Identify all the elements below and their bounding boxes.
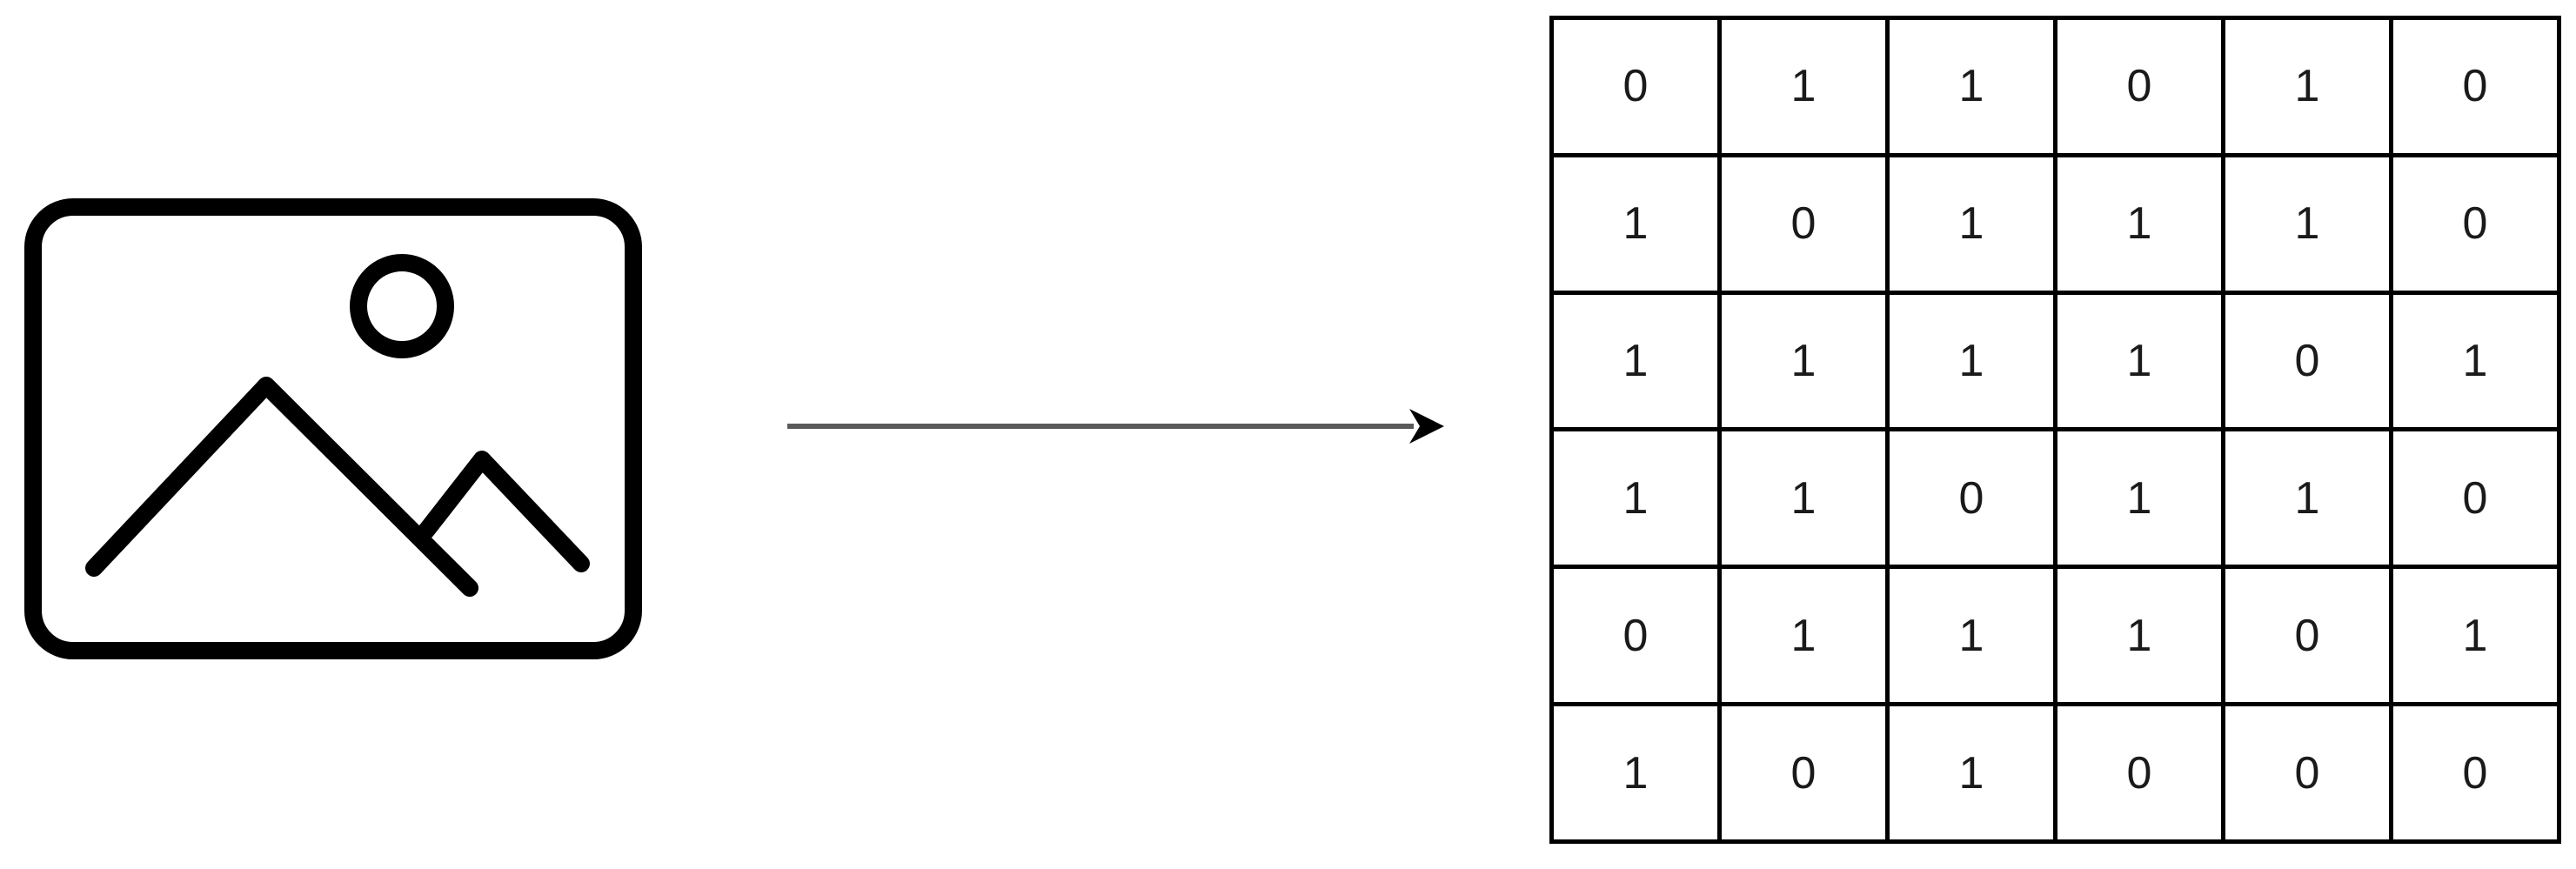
matrix-cell: 1 — [2053, 427, 2225, 570]
large-mountain — [85, 377, 478, 597]
matrix-cell: 1 — [2053, 565, 2225, 707]
arrow-head — [1409, 409, 1444, 444]
matrix-cell: 1 — [2221, 427, 2393, 570]
matrix-cell: 1 — [2389, 565, 2561, 707]
matrix-cell: 1 — [2053, 152, 2225, 295]
matrix-cell: 0 — [1549, 565, 1722, 707]
matrix-cell: 1 — [1549, 152, 1722, 295]
matrix-cell: 0 — [1549, 16, 1722, 157]
matrix-row: 0 1 1 1 0 1 — [1549, 565, 2561, 707]
image-icon — [24, 198, 642, 659]
matrix-cell: 0 — [2221, 290, 2393, 432]
matrix-cell: 0 — [2389, 427, 2561, 570]
matrix-row: 1 1 0 1 1 0 — [1549, 427, 2561, 570]
matrix-cell: 1 — [2221, 16, 2393, 157]
small-mountain — [418, 451, 590, 572]
matrix-cell: 0 — [2053, 16, 2225, 157]
matrix-cell: 1 — [1717, 16, 1890, 157]
matrix-cell: 1 — [2221, 152, 2393, 295]
binary-matrix: 0 1 1 0 1 0 1 0 1 1 1 0 1 1 1 1 0 1 1 1 … — [1549, 16, 2561, 844]
matrix-row: 1 0 1 0 0 0 — [1549, 702, 2561, 844]
matrix-cell: 1 — [1717, 290, 1890, 432]
matrix-cell: 1 — [2389, 290, 2561, 432]
matrix-cell: 1 — [1549, 427, 1722, 570]
matrix-cell: 1 — [1717, 565, 1890, 707]
matrix-row: 1 1 1 1 0 1 — [1549, 290, 2561, 432]
matrix-cell: 0 — [2389, 152, 2561, 295]
matrix-cell: 0 — [2221, 565, 2393, 707]
matrix-cell: 0 — [1717, 152, 1890, 295]
sun-circle — [350, 254, 454, 358]
matrix-cell: 1 — [1549, 290, 1722, 432]
matrix-cell: 0 — [2053, 702, 2225, 844]
matrix-cell: 1 — [1885, 290, 2057, 432]
matrix-cell: 0 — [1717, 702, 1890, 844]
matrix-cell: 1 — [2053, 290, 2225, 432]
matrix-cell: 0 — [2389, 702, 2561, 844]
matrix-row: 1 0 1 1 1 0 — [1549, 152, 2561, 295]
arrow-right-icon — [787, 409, 1444, 444]
matrix-cell: 1 — [1885, 702, 2057, 844]
matrix-cell: 0 — [2389, 16, 2561, 157]
matrix-cell: 0 — [1885, 427, 2057, 570]
matrix-cell: 0 — [2221, 702, 2393, 844]
matrix-cell: 1 — [1885, 565, 2057, 707]
matrix-cell: 1 — [1885, 152, 2057, 295]
matrix-cell: 1 — [1717, 427, 1890, 570]
matrix-cell: 1 — [1885, 16, 2057, 157]
image-frame — [24, 198, 642, 659]
matrix-cell: 1 — [1549, 702, 1722, 844]
matrix-row: 0 1 1 0 1 0 — [1549, 16, 2561, 157]
